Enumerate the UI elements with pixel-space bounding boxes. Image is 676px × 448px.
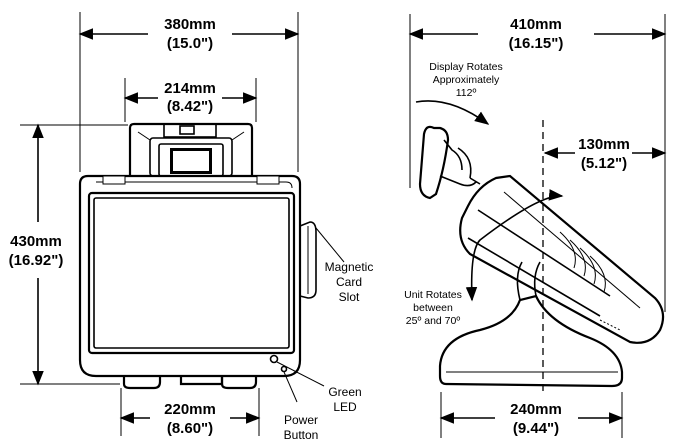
dim-240-mm: 240mm (510, 401, 562, 418)
rotation-arc-unit (465, 189, 564, 302)
callout-led (276, 361, 325, 387)
label-power-1: Power (284, 413, 318, 427)
label-power-2: Button (284, 428, 319, 442)
label-display-rotates-3: 112º (456, 87, 477, 99)
terminal-unit-side (459, 174, 665, 344)
customer-display (128, 122, 254, 177)
dim-220-in: (8.60") (167, 420, 213, 437)
dim-380-in: (15.0") (167, 35, 213, 52)
dim-410-in: (16.15") (509, 35, 564, 52)
terminal-body (78, 174, 317, 390)
dim-220-mm: 220mm (164, 401, 216, 418)
front-view: 380mm (15.0") 214mm (8.42") 430mm (16.92… (9, 12, 374, 442)
dim-410-mm: 410mm (510, 16, 562, 33)
rotation-arc-display (415, 100, 490, 125)
label-msr-2: Card (336, 275, 362, 289)
dim-214-in: (8.42") (167, 98, 213, 115)
dim-430-mm: 430mm (10, 233, 62, 250)
dim-380-mm: 380mm (164, 16, 216, 33)
dim-214-mm: 214mm (164, 80, 216, 97)
side-view: 410mm (16.15") 130mm (5.12") 240mm (9.44… (404, 14, 667, 438)
label-led-1: Green (328, 385, 361, 399)
label-msr-1: Magnetic (325, 260, 374, 274)
label-unit-rotates-2: between (413, 302, 453, 314)
dim-130-mm: 130mm (578, 136, 630, 153)
label-unit-rotates-3: 25º and 70º (406, 315, 461, 327)
label-unit-rotates-1: Unit Rotates (404, 289, 462, 301)
label-led-2: LED (333, 400, 357, 414)
callout-power (283, 371, 298, 403)
dim-130-in: (5.12") (581, 155, 627, 172)
power-button (280, 365, 288, 373)
dim-240-in: (9.44") (513, 420, 559, 437)
label-display-rotates-1: Display Rotates (429, 61, 503, 73)
callout-msr (315, 227, 345, 263)
label-display-rotates-2: Approximately (433, 74, 500, 86)
label-msr-3: Slot (339, 290, 360, 304)
customer-display-side (418, 125, 481, 200)
green-led (269, 354, 279, 364)
dim-430-in: (16.92") (9, 252, 64, 269)
